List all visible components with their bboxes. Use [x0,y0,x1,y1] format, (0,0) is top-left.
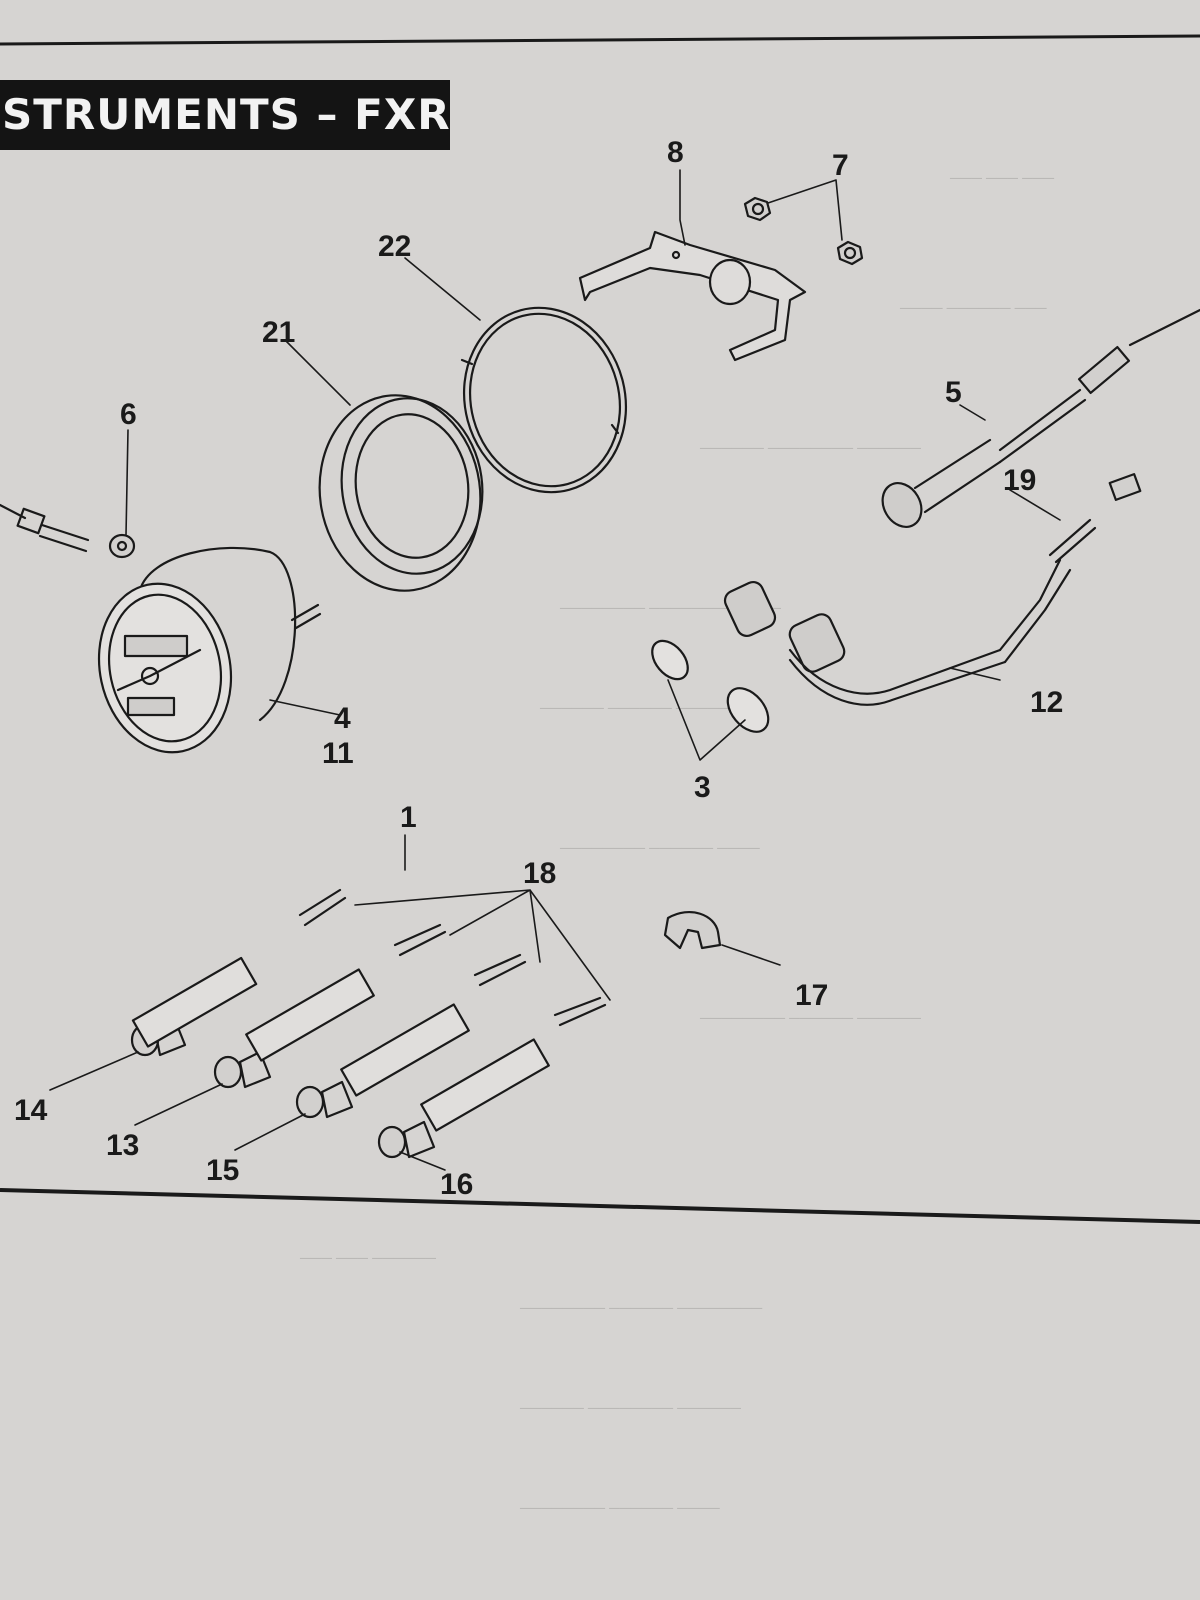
lamp-assembly-14 [130,888,347,1057]
callout-14: 14 [14,1094,48,1127]
callout-6: 6 [120,398,137,431]
callout-8: 8 [667,136,684,169]
washer-part [108,533,136,559]
terminal-part [1048,472,1142,564]
bottom-frame-rule [0,1188,1200,1224]
speedometer-cable-end [0,503,90,553]
callout-19: 19 [1003,464,1036,497]
callout-17: 17 [795,979,828,1012]
lamp-bulbs-part [651,639,770,733]
callout-18: 18 [523,857,556,890]
clamp-ring-part [460,306,628,494]
callout-21: 21 [262,316,295,349]
lamp-socket-harness-part [723,558,1072,706]
callout-3: 3 [694,771,711,804]
tachometer-cable-part [881,308,1200,528]
callout-22: 22 [378,230,411,263]
leader-lines [49,169,1061,1171]
callout-labels: 8 7 22 21 6 5 19 12 4 11 3 1 18 17 14 13… [14,136,1063,1201]
nuts-part [743,196,864,266]
section-title: STRUMENTS – FXR [0,80,450,150]
callout-11: 11 [322,737,354,770]
callout-4: 4 [334,702,351,735]
bezel-ring-part [318,394,484,592]
mounting-bracket-part [578,230,807,362]
top-frame-rule [0,34,1200,46]
callout-7: 7 [832,149,849,182]
callout-5: 5 [945,376,962,409]
callout-1: 1 [400,801,417,834]
lamp-assembly-16 [377,996,607,1159]
clip-part [663,910,722,950]
callout-12: 12 [1030,686,1063,719]
lamp-assembly-13 [213,923,447,1089]
callout-15: 15 [206,1154,239,1187]
callout-13: 13 [106,1129,139,1162]
callout-16: 16 [440,1168,473,1201]
speedometer-gauge-part [97,546,322,754]
lamp-assembly-15 [295,953,527,1119]
